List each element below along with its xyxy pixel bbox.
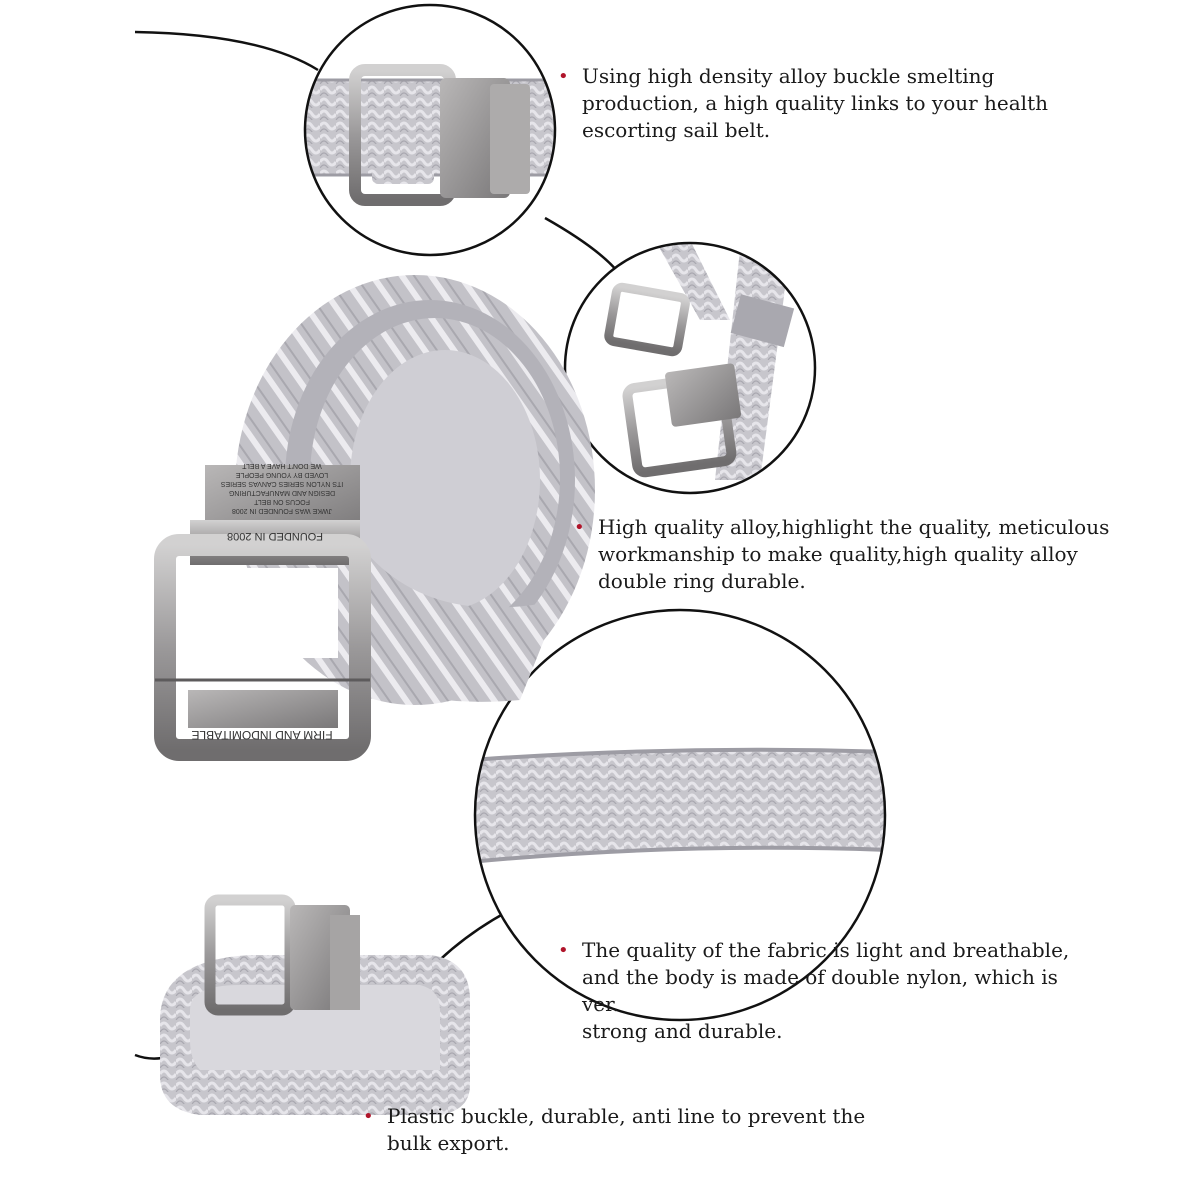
feature-text-buckle: • Using high density alloy buckle smelti… [558, 63, 1048, 144]
feature-text-fabric: • The quality of the fabric is light and… [558, 937, 1070, 1045]
feature-line: strong and durable. [582, 1019, 783, 1043]
feature-line: Plastic buckle, durable, anti line to pr… [387, 1104, 866, 1128]
main-belt-roll: FIRM AND INDOMITABLE FOUNDED IN 2008 JWK… [154, 275, 595, 761]
red-dot-bullet-icon: • [558, 940, 569, 961]
feature-line: and the body is made of double nylon, wh… [582, 965, 1058, 989]
buckle-engraving-founded: FOUNDED IN 2008 [227, 530, 323, 542]
engraving-line: WE DON'T HAVE A BELT [242, 462, 322, 469]
engraving-line: LOVED BY YOUNG PEOPLE [236, 471, 329, 478]
feature-line: ver. [582, 992, 619, 1016]
detail-circle-fabric [473, 608, 887, 1022]
red-dot-bullet-icon: • [574, 517, 585, 538]
buckle-engraving-lines: JWKE WAS FOUNDED IN 2008 FOCUS ON BELT D… [220, 462, 343, 514]
feature-text-alloy: • High quality alloy,highlight the quali… [574, 514, 1110, 595]
engraving-line: ITS NYLON SERIES CANVAS SERIES [220, 480, 343, 487]
feature-line: production, a high quality links to your… [582, 91, 1048, 115]
connector-line-circle1-circle2 [544, 216, 619, 273]
buckle-engraving-main: FIRM AND INDOMITABLE [191, 728, 332, 742]
feature-line: workmanship to make quality,high quality… [598, 542, 1078, 566]
engraving-line: DESIGN AND MANUFACTURING [229, 489, 335, 496]
small-belt-roll [160, 894, 470, 1115]
connector-line-bottom [134, 1053, 163, 1060]
red-dot-bullet-icon: • [558, 66, 569, 87]
connector-line-top [134, 30, 319, 72]
feature-line: The quality of the fabric is light and b… [582, 938, 1070, 962]
feature-text-plastic-buckle: • Plastic buckle, durable, anti line to … [363, 1103, 866, 1157]
red-dot-bullet-icon: • [363, 1106, 374, 1127]
detail-circle-double-ring [563, 241, 817, 495]
feature-line: double ring durable. [598, 569, 806, 593]
feature-line: High quality alloy,highlight the quality… [598, 515, 1110, 539]
detail-circle-buckle [303, 3, 557, 257]
feature-line: escorting sail belt. [582, 118, 771, 142]
engraving-line: FOCUS ON BELT [253, 498, 310, 505]
feature-line: bulk export. [387, 1131, 510, 1155]
engraving-line: JWKE WAS FOUNDED IN 2008 [232, 507, 332, 514]
feature-line: Using high density alloy buckle smelting [582, 64, 995, 88]
